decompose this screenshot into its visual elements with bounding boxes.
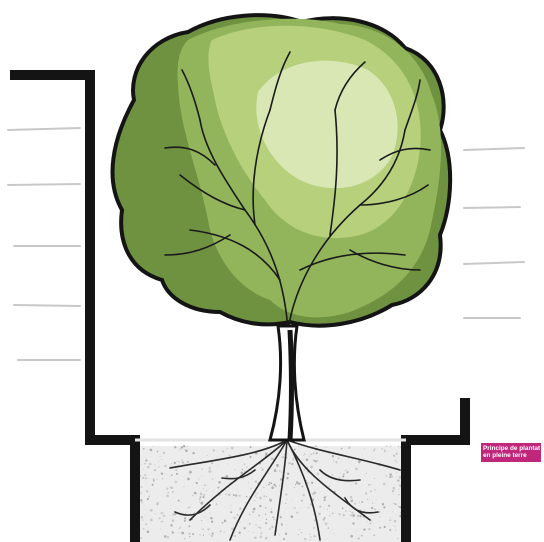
left-facade-lines	[8, 128, 80, 360]
caption-line-2: en pleine terre	[483, 452, 541, 459]
caption-line-1: Principe de plantat	[483, 445, 541, 452]
right-facade-lines	[464, 148, 524, 318]
soil-pit	[134, 445, 410, 542]
tree-trunk	[270, 326, 304, 440]
caption-label: Principe de plantat en pleine terre	[481, 443, 541, 462]
tree-crown	[113, 15, 451, 330]
